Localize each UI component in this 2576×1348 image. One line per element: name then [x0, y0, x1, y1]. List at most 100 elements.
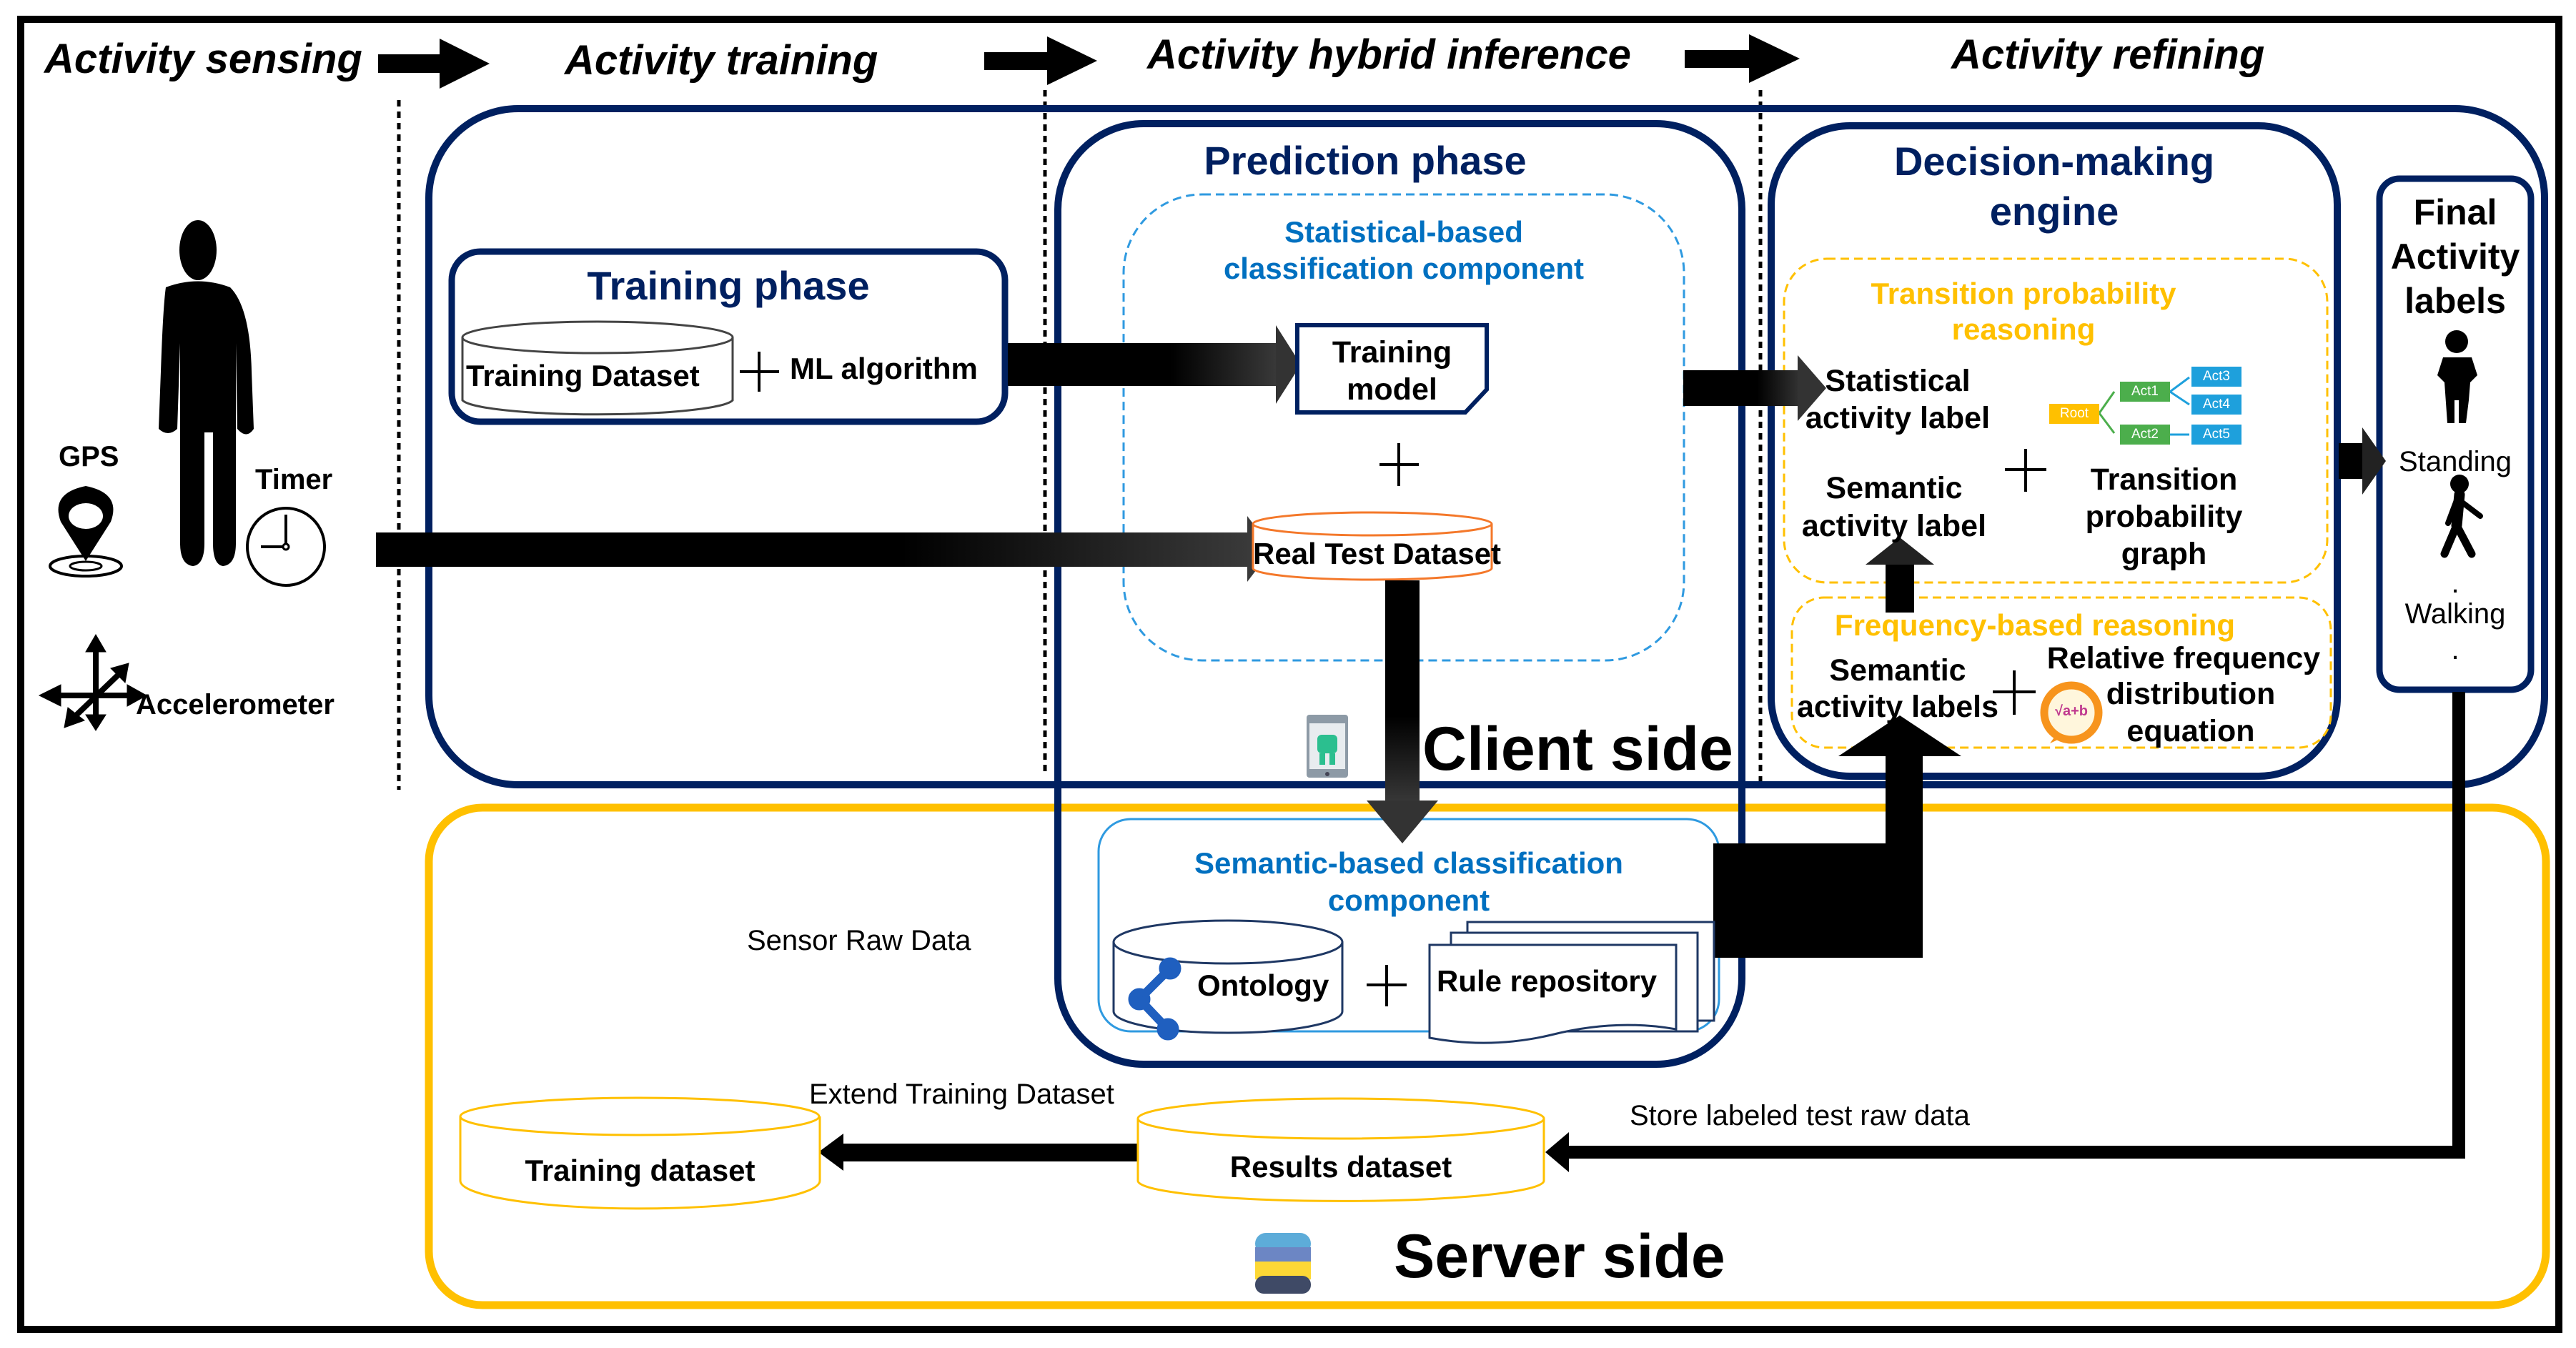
tree-node-act1 [2120, 382, 2170, 402]
training-phase-title: Training phase [587, 263, 870, 308]
semantic-activity-labels-line2: activity labels [1796, 690, 1999, 724]
real-test-dataset-label: Real Test Dataset [1253, 537, 1502, 570]
person-icon [159, 220, 254, 566]
training-dataset-cylinder [461, 320, 734, 416]
tree-node-act5 [2191, 425, 2241, 445]
arrow-sensing-to-test [376, 516, 1272, 582]
gps-pin-icon [49, 486, 123, 578]
tree-node-root [2049, 404, 2099, 424]
statistical-title-line1: Statistical-based [1284, 215, 1523, 249]
accelerometer-icon [38, 634, 148, 731]
server-training-dataset-cylinder [459, 1096, 821, 1210]
plus-icon [740, 352, 779, 392]
training-model-line1: Training [1332, 335, 1452, 370]
prediction-phase-title: Prediction phase [1204, 138, 1527, 183]
frequency-reasoning-box [1790, 596, 2332, 749]
training-model-line2: model [1347, 372, 1437, 407]
ml-algorithm-label: ML algorithm [790, 352, 978, 385]
phase-label-hybrid-inference: Activity hybrid inference [1147, 31, 1631, 78]
final-labels-title-line3: labels [2404, 281, 2506, 321]
rule-repository-docs [1428, 921, 1715, 1044]
equation-icon-text: √a+b [2055, 703, 2088, 719]
final-label-ellipsis-1: . [2451, 568, 2459, 599]
real-test-dataset-cylinder [1252, 511, 1493, 581]
tree-node-act3-label: Act3 [2202, 369, 2231, 384]
tree-node-root-label: Root [2059, 406, 2089, 421]
training-model-box [1295, 323, 1489, 415]
phase-label-refining: Activity refining [1951, 31, 2265, 78]
final-labels-title-line1: Final [2413, 192, 2497, 232]
final-label-standing: Standing [2399, 446, 2512, 477]
semantic-activity-label-line1: Semantic [1826, 471, 1963, 505]
equation-label-line3: equation [2126, 714, 2255, 748]
transition-probability-graph [2049, 367, 2241, 445]
arrow-decision-to-final [2339, 427, 2386, 495]
semantic-activity-label-line2: activity label [1801, 509, 1987, 543]
ontology-label: Ontology [1197, 968, 1329, 1002]
plus-icon [1379, 443, 1419, 486]
arrow-test-to-semantic [1367, 580, 1438, 843]
store-labeled-data-label: Store labeled test raw data [1630, 1100, 1970, 1131]
decision-engine-title-line1: Decision-making [1893, 139, 2215, 184]
tree-node-act4-label: Act4 [2202, 397, 2231, 412]
phase-arrow-3 [1685, 34, 1800, 83]
timer-label: Timer [255, 464, 333, 495]
sensor-raw-data-label: Sensor Raw Data [747, 925, 971, 956]
arrow-semantic-to-frequency [1713, 715, 1961, 958]
equation-label-line1: Relative frequency [2046, 641, 2321, 675]
arrow-prediction-to-decision [1683, 355, 1826, 421]
arrow-training-to-model [1008, 325, 1301, 404]
plus-icon [1993, 670, 2036, 715]
plus-icon [2005, 449, 2046, 492]
arrow-results-to-training [818, 1134, 1140, 1171]
extend-training-dataset-label: Extend Training Dataset [809, 1079, 1114, 1110]
prediction-phase-box [1054, 120, 1745, 1068]
server-side-label: Server side [1394, 1222, 1725, 1291]
equation-icon [2040, 681, 2103, 744]
accelerometer-label: Accelerometer [136, 689, 335, 720]
outer-frame [17, 16, 2562, 1333]
phase-arrow-2 [984, 36, 1097, 85]
timer-clock-icon [246, 507, 326, 587]
database-stack-icon [1255, 1233, 1311, 1294]
results-dataset-label: Results dataset [1229, 1150, 1452, 1184]
transition-title-line2: reasoning [1951, 312, 2096, 346]
results-dataset-cylinder [1136, 1097, 1545, 1202]
equation-label-line2: distribution [2106, 677, 2276, 711]
server-side-box [425, 803, 2550, 1309]
tree-node-act3 [2191, 367, 2241, 387]
plus-icon [1367, 965, 1407, 1006]
transition-graph-label-line1: Transition [2090, 462, 2238, 497]
ontology-logo-icon [1128, 957, 1182, 1041]
transition-graph-label-line2: probability [2085, 500, 2243, 534]
statistical-title-line2: classification component [1223, 252, 1585, 285]
frequency-title: Frequency-based reasoning [1834, 608, 2236, 642]
decision-engine-box [1768, 122, 2341, 780]
phase-arrow-1 [378, 39, 490, 89]
statistical-activity-label-line1: Statistical [1825, 364, 1971, 398]
android-phone-icon [1307, 715, 1348, 778]
tree-node-act2-label: Act2 [2131, 427, 2159, 442]
decision-engine-title-line2: engine [1989, 189, 2119, 234]
arrow-frequency-to-transition [1866, 537, 1934, 613]
walking-person-icon [2440, 475, 2483, 558]
final-label-ellipsis-2: . [2451, 634, 2459, 665]
tree-node-act5-label: Act5 [2202, 427, 2231, 442]
statistical-activity-label-line2: activity label [1805, 401, 1991, 435]
client-side-label: Client side [1422, 715, 1733, 783]
server-training-dataset-label: Training dataset [525, 1154, 756, 1187]
transition-reasoning-box [1783, 257, 2329, 584]
rule-repository-label: Rule repository [1437, 964, 1658, 998]
semantic-activity-labels-line1: Semantic [1829, 653, 1966, 688]
client-side-box [425, 105, 2548, 788]
gps-label: GPS [59, 441, 119, 472]
transition-graph-label-line3: graph [2121, 537, 2207, 571]
semantic-title-line1: Semantic-based classification [1194, 846, 1623, 880]
final-labels-box [2376, 175, 2535, 693]
standing-person-icon [2437, 330, 2477, 423]
final-labels-title-line2: Activity [2390, 237, 2520, 277]
phase-label-training: Activity training [565, 37, 878, 84]
training-dataset-label: Training Dataset [466, 359, 700, 392]
